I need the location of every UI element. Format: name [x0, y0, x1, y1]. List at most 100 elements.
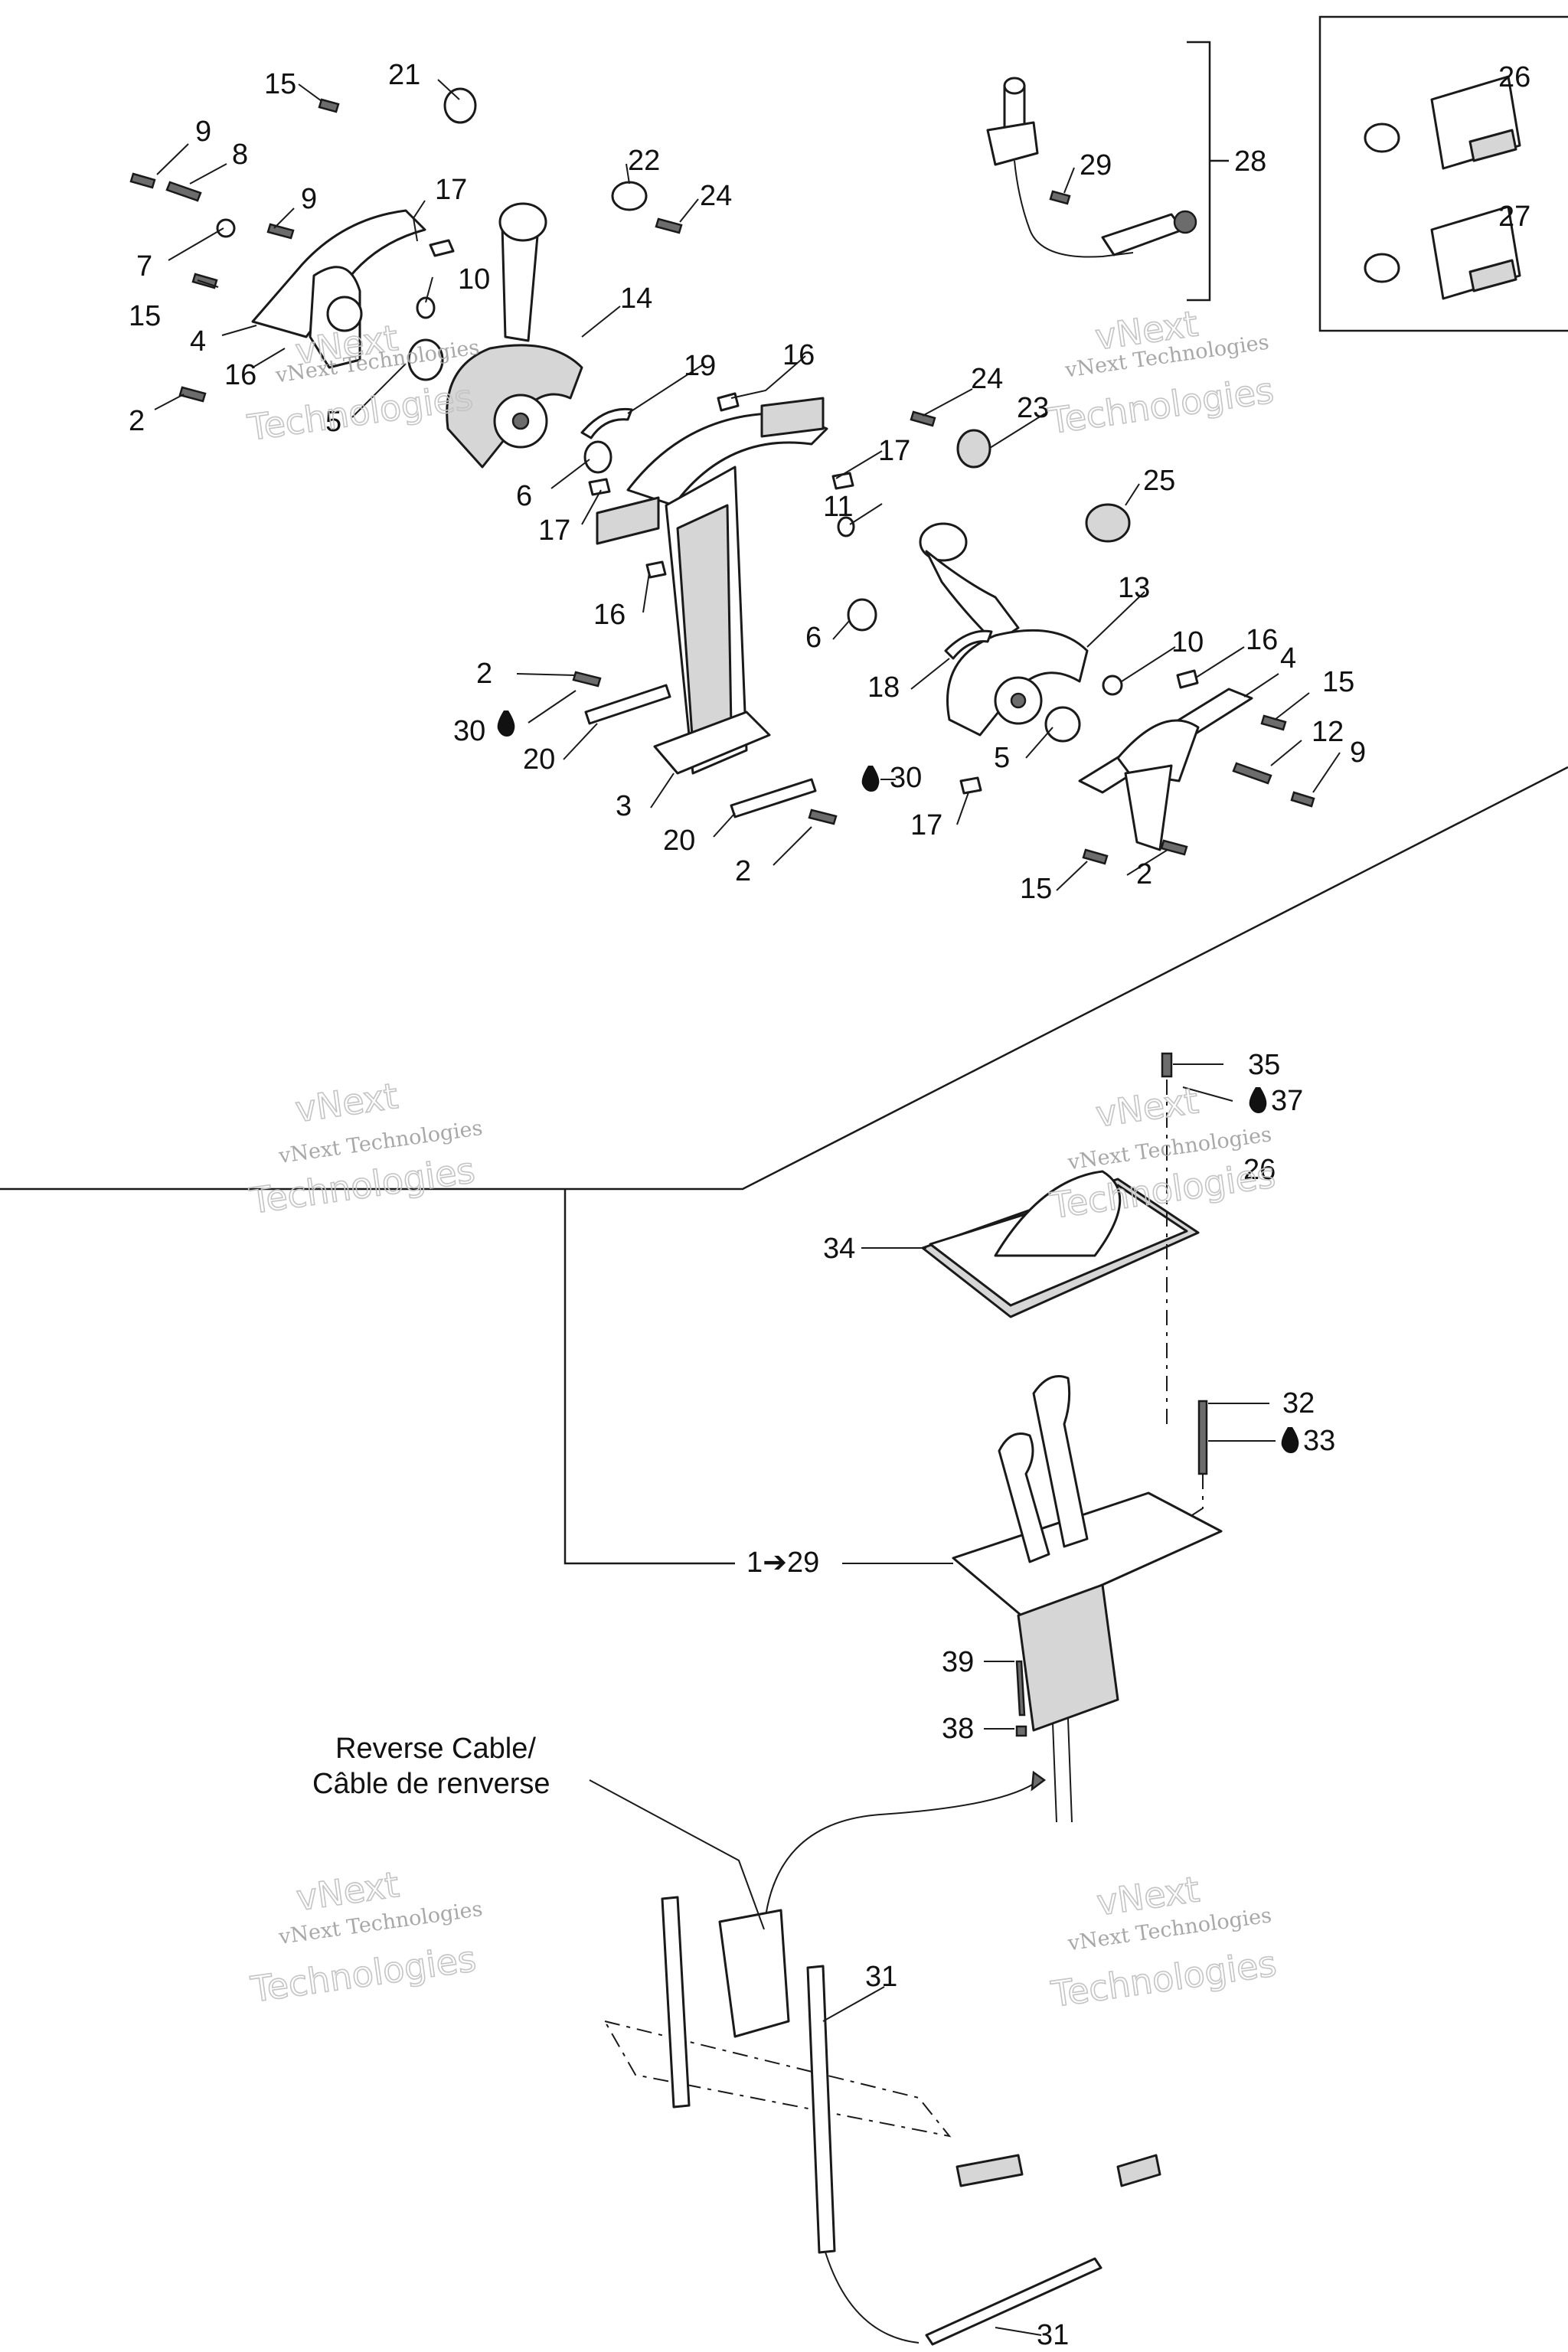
reverse-cable-arrow [1031, 1770, 1047, 1792]
washer-38 [1015, 1725, 1027, 1737]
spring-12 [1232, 762, 1272, 785]
control-lever-a [1032, 1375, 1089, 1548]
oil-drop-icons-bottom [1249, 1087, 1299, 1453]
screw-29 [1049, 190, 1071, 205]
screw-32 [1197, 1400, 1208, 1475]
lever-hub-center-stbd [1010, 692, 1027, 709]
oil-drop-icon [1281, 1427, 1299, 1453]
cable-end-31-lower [925, 2257, 1102, 2346]
callout: 2 [129, 405, 145, 437]
oil-drop-icons-top [497, 710, 880, 792]
plate-20b [730, 778, 817, 818]
bushing-6-left [583, 440, 612, 474]
retainer-18 [944, 629, 993, 660]
callout: 30 [890, 762, 922, 794]
clevis-lower [956, 2154, 1024, 2187]
pin-10-left [416, 296, 436, 319]
callout: 22 [628, 145, 660, 177]
callout: 16 [782, 339, 815, 371]
detent-ball-7 [216, 218, 236, 238]
callout: 27 [1498, 201, 1530, 233]
clip-17c [831, 472, 854, 490]
screw-15c [1260, 714, 1287, 731]
callout: 17 [910, 809, 942, 841]
reverse-cable-label-line1: Reverse Cable/ [335, 1733, 536, 1765]
screw-2a [178, 386, 207, 403]
callout: 14 [620, 283, 652, 315]
callout: 5 [325, 406, 341, 438]
clip-16c [1176, 669, 1199, 689]
screw-15d [1082, 848, 1109, 865]
callout: 6 [805, 622, 822, 654]
kit-box [1318, 15, 1568, 332]
watermark-group-6: vNext vNext Technologies Technologies [1047, 1867, 1279, 2015]
switch-body [986, 121, 1039, 166]
ring-21 [443, 87, 477, 124]
lever-knob-port [498, 202, 547, 242]
callout: 5 [994, 742, 1010, 774]
switch-connector [1101, 213, 1184, 256]
screw-9-left [129, 172, 156, 189]
reverse-cable-label: Reverse Cable/ Câble de renverse [312, 1733, 550, 1800]
leader-lines [154, 79, 896, 866]
leader-lines-bottom [589, 1063, 1276, 2336]
callout: 6 [516, 480, 532, 512]
callout: 17 [878, 435, 910, 467]
callout: 38 [942, 1713, 974, 1745]
callout: 20 [523, 743, 555, 776]
callout: 10 [1171, 626, 1204, 658]
screw-2b [572, 671, 602, 688]
washer-22 [611, 181, 648, 211]
switch-post-top [1003, 77, 1026, 95]
callout: 31 [865, 1961, 897, 1993]
watermark-group-2: vNext vNext Technologies Technologies [1045, 302, 1277, 443]
ring-23 [956, 429, 991, 469]
callout: 20 [663, 825, 695, 857]
clip-17a [429, 239, 455, 257]
callout: 31 [1037, 2319, 1069, 2351]
screw-24b [910, 410, 936, 427]
callout: 34 [823, 1233, 855, 1265]
cover-dome [994, 1170, 1122, 1257]
callout: 39 [942, 1646, 974, 1678]
callout: 15 [129, 300, 161, 332]
watermark-group-5: vNext vNext Technologies Technologies [247, 1863, 484, 2011]
kit-part-26-tab [1468, 129, 1517, 162]
spring-8 [165, 181, 202, 202]
housing-base [653, 710, 771, 775]
oil-drop-icon [1249, 1087, 1267, 1113]
bushing-5-right [1044, 706, 1081, 743]
callout: 28 [1234, 145, 1266, 178]
screw-35 [1161, 1052, 1173, 1078]
screw-9-right [1290, 791, 1315, 808]
callout: 15 [264, 68, 296, 100]
control-lever-b [998, 1432, 1050, 1563]
assembly-bracket-line [564, 1189, 735, 1565]
reverse-cable-label-line2: Câble de renverse [312, 1768, 550, 1800]
callout: 37 [1271, 1085, 1303, 1117]
callout: 26 [1498, 61, 1530, 93]
callout: 33 [1303, 1425, 1335, 1457]
clip-17b [588, 478, 611, 496]
control-body [1017, 1583, 1119, 1732]
cable-end-right [806, 1965, 836, 2254]
mount-pad-left [596, 496, 660, 545]
switch-connector-cap [1173, 210, 1197, 234]
callout: 4 [190, 325, 206, 358]
lever-hub-center-port [511, 412, 530, 430]
pin-11 [837, 516, 855, 537]
bracket-28 [1187, 41, 1229, 302]
callout: 26 [1243, 1154, 1276, 1186]
leader-lines-right [832, 167, 1341, 891]
cap-25 [1085, 503, 1131, 543]
callout: 15 [1322, 666, 1354, 698]
callout: 12 [1312, 716, 1344, 748]
oil-drop-icon [861, 766, 880, 792]
callout: 35 [1248, 1049, 1280, 1081]
callout: 19 [684, 350, 716, 382]
screw-9b-left [266, 223, 295, 240]
retainer-19 [580, 407, 633, 439]
callout: 1➔29 [746, 1547, 819, 1579]
callout: 24 [700, 180, 732, 212]
